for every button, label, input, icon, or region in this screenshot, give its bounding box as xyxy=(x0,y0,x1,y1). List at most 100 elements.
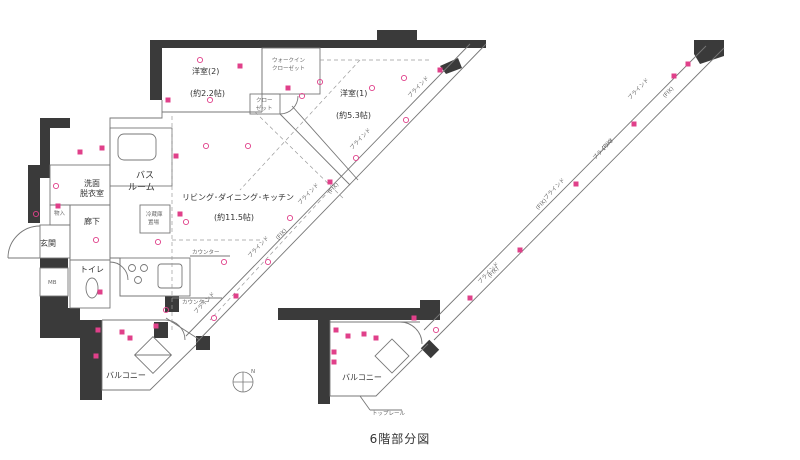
diag-corner-bottom xyxy=(196,336,210,350)
outlet-marker xyxy=(432,326,440,334)
outlet-markers xyxy=(32,56,443,359)
switch-marker xyxy=(127,335,133,341)
toilet-label: トイレ xyxy=(80,265,104,274)
closet-label-2: ゼット xyxy=(256,104,273,112)
western1-size: (約5.3帖) xyxy=(336,110,371,120)
western2-size: (約2.2帖) xyxy=(190,88,225,98)
switch-marker xyxy=(517,247,523,253)
balcony-corner-block xyxy=(420,300,440,320)
switch-marker xyxy=(411,315,417,321)
switch-marker xyxy=(173,153,179,159)
switch-marker xyxy=(165,97,171,103)
left-wall-d xyxy=(40,258,68,268)
balcony-left-outline xyxy=(101,320,197,391)
balcony-left-label: バルコニー xyxy=(106,371,146,380)
washroom-box xyxy=(49,164,111,206)
fridge-label-1: 冷蔵庫 xyxy=(146,210,163,218)
left-upper-wall xyxy=(150,40,162,100)
outlet-marker xyxy=(368,84,376,92)
outlet-marker xyxy=(162,306,170,314)
outlet-marker xyxy=(92,236,100,244)
switch-marker xyxy=(331,359,337,365)
balcony-walls xyxy=(278,40,724,404)
outlet-marker xyxy=(352,154,360,162)
entrance-label: 玄関 xyxy=(40,238,56,248)
fridge-space xyxy=(139,204,171,234)
ldk-label: リビング･ダイニング･キッチン xyxy=(182,192,294,202)
blind-label: ブラインド xyxy=(406,74,431,99)
floor-caption: 6階部分図 xyxy=(369,432,431,446)
corridor-box xyxy=(69,204,111,261)
stove-burner-3 xyxy=(134,276,142,284)
switch-marker xyxy=(77,149,83,155)
switch-marker xyxy=(685,61,691,67)
blind-label: ブラインド xyxy=(542,176,567,201)
outdoor-unit xyxy=(133,335,173,375)
balcony-right-label: バルコニー xyxy=(342,373,382,382)
balcony-side-wall xyxy=(318,320,330,404)
bath-box xyxy=(109,127,173,187)
ldk-left-edge xyxy=(109,100,165,297)
counter-label-top: カウンター xyxy=(192,248,220,256)
outlet-marker xyxy=(196,56,204,64)
balcony-door-swing xyxy=(164,319,186,341)
western1-label: 洋室(1) xyxy=(340,88,367,98)
switch-marker xyxy=(333,327,339,333)
switch-marker xyxy=(345,333,351,339)
outlet-marker xyxy=(182,218,190,226)
main-unit: 洋室(2) (約2.2帖) ウォークイン クローゼット クロー ゼット 洋室(1… xyxy=(7,30,487,400)
washroom-label-1: 洗面 xyxy=(84,178,100,188)
ldk-size: (約11.5帖) xyxy=(214,212,254,222)
balcony-left-wall xyxy=(80,320,102,400)
entrance-door-swing xyxy=(7,225,41,259)
storage-label: 物入 xyxy=(54,209,66,217)
balcony-lines xyxy=(329,45,725,411)
toilet-box xyxy=(69,259,111,309)
blind-label: ブラインド xyxy=(296,181,321,206)
switch-marker xyxy=(361,331,367,337)
outdoor-unit-x1 xyxy=(134,354,172,356)
glazing-outer xyxy=(195,43,487,344)
fix-label: (FIX) xyxy=(275,228,288,241)
counter-label-bottom: カウンター xyxy=(182,298,210,306)
outlet-marker xyxy=(210,314,218,322)
balcony-mid-block xyxy=(420,339,440,359)
outlet-marker xyxy=(286,214,294,222)
counter-pillar xyxy=(165,296,179,312)
washroom-label-2: 脱衣室 xyxy=(80,188,104,198)
walkin-label-2: クローゼット xyxy=(272,64,305,72)
outdoor-unit-right xyxy=(374,338,410,374)
switch-marker xyxy=(95,327,101,333)
outlet-marker xyxy=(400,74,408,82)
diag-dash-2 xyxy=(209,189,331,321)
outlet-marker xyxy=(32,210,40,218)
switch-marker xyxy=(573,181,579,187)
outlet-marker xyxy=(206,96,214,104)
switch-marker xyxy=(373,335,379,341)
left-wall-b xyxy=(40,118,50,178)
walkin-label-1: ウォークイン xyxy=(272,56,306,64)
closet-label-1: クロー xyxy=(256,97,273,104)
western1-door-swing xyxy=(279,95,299,115)
long-glazing-outer xyxy=(433,47,725,341)
balcony-top-wall xyxy=(278,308,428,320)
outlet-marker xyxy=(316,78,324,86)
left-wall-a xyxy=(40,118,70,128)
balcony-outline xyxy=(329,320,429,397)
outlet-marker xyxy=(220,258,228,266)
entrance-box xyxy=(39,224,71,259)
western1-partition-b xyxy=(291,105,359,181)
interior-lines xyxy=(7,43,487,391)
glazing-inner xyxy=(185,43,471,337)
top-rail-leader xyxy=(359,395,371,411)
far-corner-block xyxy=(694,40,724,64)
outlet-marker xyxy=(52,182,60,190)
kitchen-counter xyxy=(119,257,191,297)
outlet-marker xyxy=(154,238,162,246)
top-notch xyxy=(377,30,417,44)
stove-burner-2 xyxy=(140,264,148,272)
long-glazing-inner xyxy=(423,45,707,331)
switch-marker xyxy=(97,289,103,295)
mb-label: MB xyxy=(48,280,57,286)
